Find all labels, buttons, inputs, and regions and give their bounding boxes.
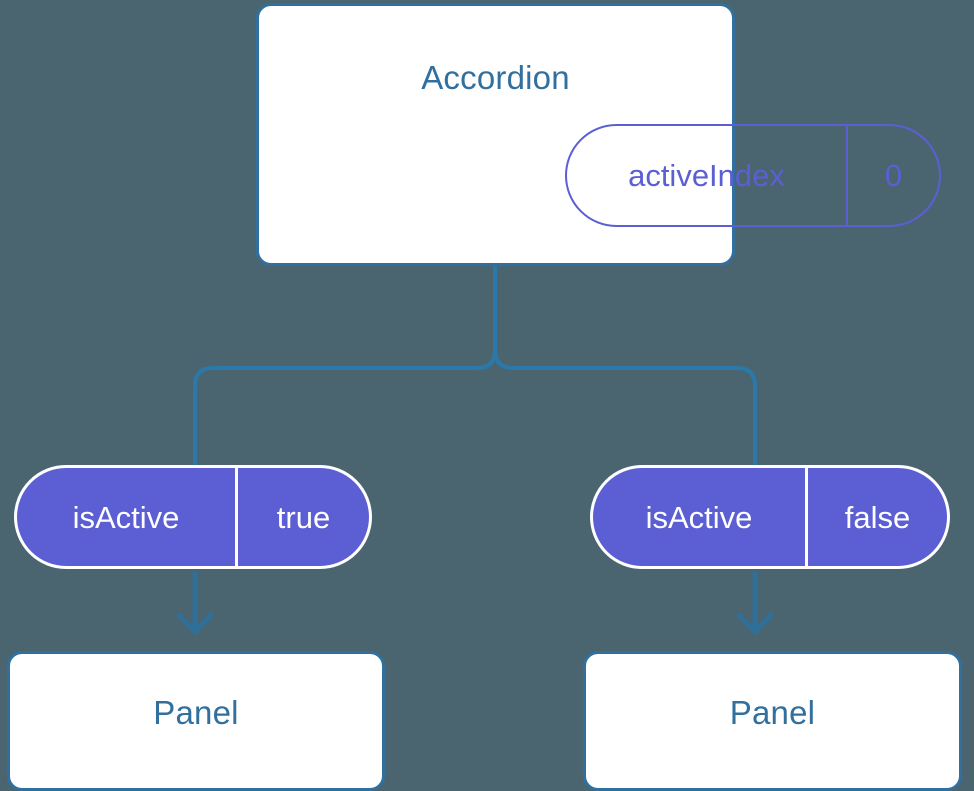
panel-title-right: Panel: [729, 694, 816, 731]
accordion-title: Accordion: [421, 59, 570, 96]
diagram-canvas: Accordion activeIndex 0 isActive true Pa…: [7, 3, 962, 791]
state-pill-active-index[interactable]: activeIndex 0: [565, 124, 941, 227]
connector-lines: [176, 264, 774, 635]
connector-fork-path-right: [493, 264, 757, 467]
state-pill-active-index-value: 0: [846, 126, 939, 225]
prop-pill-is-active-true-value: true: [235, 468, 369, 566]
prop-pill-is-active-false-key: isActive: [645, 499, 753, 535]
prop-pill-is-active-false[interactable]: isActive false: [590, 465, 950, 569]
state-pill-active-index-key: activeIndex: [628, 158, 785, 193]
panel-title-left: Panel: [153, 694, 239, 731]
panel-component-card-left[interactable]: Panel: [7, 651, 385, 791]
accordion-component-card[interactable]: Accordion activeIndex 0: [256, 3, 941, 266]
arrow-left-panel: [176, 572, 214, 635]
arrow-right-panel: [736, 572, 774, 635]
prop-pill-is-active-true[interactable]: isActive true: [14, 465, 372, 569]
prop-pill-is-active-false-value: false: [805, 468, 947, 566]
prop-pill-is-active-true-key: isActive: [72, 499, 180, 535]
panel-component-card-right[interactable]: Panel: [583, 651, 962, 791]
connector-fork-path: [193, 264, 497, 467]
